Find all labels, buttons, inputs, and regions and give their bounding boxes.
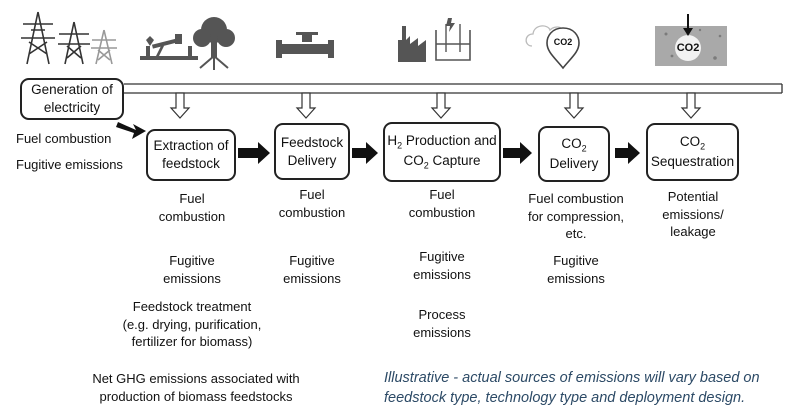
stage-label-line2: Delivery <box>287 152 337 168</box>
down-arrow-delivery <box>295 92 317 119</box>
emission-generation-fuel-combustion: Fuel combustion <box>16 131 112 146</box>
flow-arrow-h2-to-co2-delivery <box>503 142 532 164</box>
stage-extraction-of-feedstock: Extraction of feedstock <box>146 129 236 181</box>
stage-label-line2: Delivery <box>549 156 599 172</box>
stage-label-line2: CO2 Capture <box>403 153 481 171</box>
stage-label-line1: Extraction of <box>153 138 229 154</box>
stage-generation-of-electricity: Generation of electricity <box>20 78 124 120</box>
ground-sequestration-icon <box>655 14 727 66</box>
stage-label-line2: feedstock <box>162 156 220 171</box>
stage-label-line1: CO2 <box>679 134 706 152</box>
down-arrow-sequestration <box>680 92 702 119</box>
flow-arrow-co2-delivery-to-sequestration <box>615 142 640 164</box>
flow-arrow-generation-to-extraction <box>116 122 146 139</box>
down-arrow-h2-production <box>430 92 452 119</box>
stage-label-line1: Feedstock <box>280 134 344 150</box>
down-arrow-extraction <box>169 92 191 119</box>
stage-label-line1: H2 Production and <box>387 132 497 151</box>
emission-generation-fugitive: Fugitive emissions <box>16 157 123 172</box>
co2-pin-label: CO2 <box>553 37 573 47</box>
stage-co2-delivery: CO2 Delivery <box>538 126 610 182</box>
down-arrow-co2-delivery <box>563 92 585 119</box>
flow-arrow-extraction-to-delivery <box>238 142 270 164</box>
emission-extraction-feedstock-treatment: Feedstock treatment(e.g. drying, purific… <box>122 299 262 350</box>
pipeline-icon <box>276 32 334 58</box>
stage-label-line2: electricity <box>43 100 101 115</box>
co2-ground-label: CO2 <box>676 42 700 54</box>
stage-co2-sequestration: CO2 Sequestration <box>646 123 739 181</box>
stage-h2-production-co2-capture: H2 Production and CO2 Capture <box>383 122 501 182</box>
transmission-towers-icon <box>21 11 117 65</box>
stage-feedstock-delivery: Feedstock Delivery <box>274 123 350 180</box>
flow-arrow-delivery-to-h2 <box>352 142 378 164</box>
oil-pump-and-tree-icon <box>140 17 235 70</box>
stage-label-line1: Generation of <box>31 82 113 98</box>
factory-and-electrolyzer-icon <box>398 18 471 62</box>
stage-label-line2: Sequestration <box>650 154 735 170</box>
illustrative-footnote: Illustrative - actual sources of emissio… <box>384 370 760 406</box>
stage-label-line1: CO2 <box>561 136 587 154</box>
